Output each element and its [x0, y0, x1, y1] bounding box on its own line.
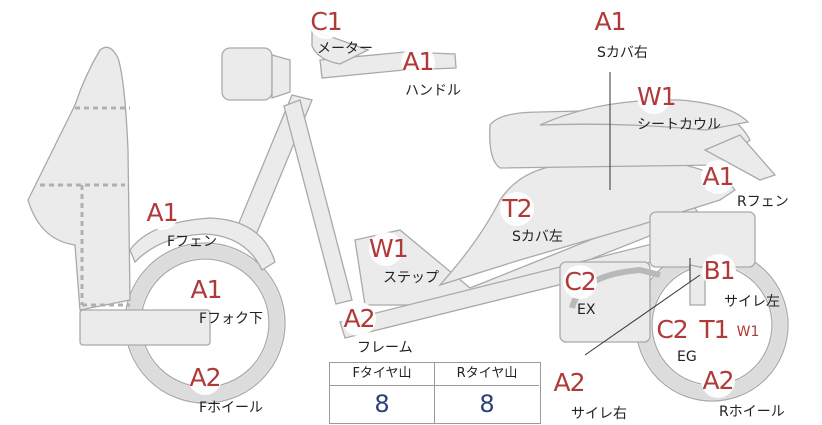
r-fender-grade: A1 [701, 160, 735, 194]
muffler-right-label: サイレ右 [571, 406, 627, 422]
r-wheel-label: Rホイール [719, 404, 785, 420]
engine-t-grade: T1 [697, 313, 731, 347]
r-wheel-grade: A2 [701, 364, 735, 398]
front-tread-value: 8 [374, 390, 390, 418]
frame-grade: A2 [342, 302, 376, 336]
rear-tread-header: Rタイヤ山 [435, 363, 539, 386]
rear-tread-value: 8 [479, 390, 495, 418]
f-fender-grade: A1 [145, 196, 179, 230]
exhaust-label: EX [577, 302, 596, 318]
seat-cowl-label: シートカウル [637, 117, 721, 133]
engine-w-grade: W1 [736, 320, 760, 344]
step-grade: W1 [369, 232, 409, 266]
muffler-left-grade: B1 [702, 254, 736, 288]
engine-label: EG [677, 349, 697, 365]
s-cover-right-label: Sカバ右 [597, 45, 648, 61]
seat-cowl-grade: W1 [637, 80, 677, 114]
s-cover-left-label: Sカバ左 [512, 229, 563, 245]
front-shield-shape [27, 46, 131, 311]
front-tread-column: Fタイヤ山 8 [330, 363, 435, 423]
muffler-right-grade: A2 [552, 366, 586, 400]
headlight-shape [221, 47, 273, 101]
f-wheel-grade: A2 [188, 361, 222, 395]
tire-tread-table: Fタイヤ山 8 Rタイヤ山 8 [329, 362, 541, 424]
frame-label: フレーム [357, 340, 413, 356]
step-label: ステップ [383, 270, 439, 286]
f-fork-lower-label: Fフォク下 [199, 311, 264, 327]
front-tread-header: Fタイヤ山 [330, 363, 434, 386]
f-wheel-label: Fホイール [199, 400, 264, 416]
handle-label: ハンドル [405, 83, 461, 99]
engine-grade: C2 [655, 313, 689, 347]
handle-grade: A1 [401, 45, 435, 79]
meter-label: メーター [317, 41, 373, 57]
rear-tread-column: Rタイヤ山 8 [435, 363, 539, 423]
exhaust-grade: C2 [563, 265, 597, 299]
s-cover-right-grade: A1 [593, 5, 627, 39]
s-cover-left-grade: T2 [500, 192, 534, 226]
f-fork-lower-grade: A1 [189, 273, 223, 307]
r-fender-label: Rフェン [737, 194, 789, 210]
front-fender-shape [129, 217, 276, 271]
muffler-left-label: サイレ左 [724, 294, 780, 310]
meter-grade: C1 [309, 5, 343, 39]
f-fender-label: Fフェン [167, 234, 218, 250]
